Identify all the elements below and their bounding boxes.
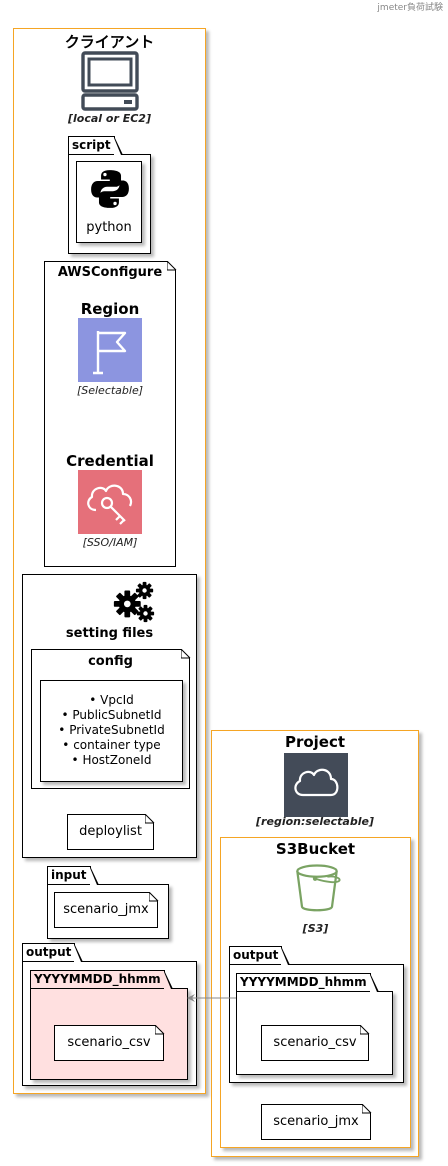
- credential-key-icon: [78, 470, 142, 534]
- input-scenario-note: scenario_jmx: [54, 892, 158, 928]
- client-frame: クライアント [local or EC2] script python AWSC…: [13, 28, 206, 1094]
- output-scenario-label: scenario_csv: [67, 1035, 151, 1050]
- output-scenario-note: scenario_csv: [54, 1025, 164, 1061]
- s3-output-frame: YYYYMMDD_hhmm scenario_csv: [229, 964, 404, 1083]
- region-caption: [Selectable]: [76, 384, 144, 397]
- output-frame: YYYYMMDD_hhmm scenario_csv: [22, 961, 197, 1086]
- project-frame: Project [region:selectable] S3Bucket [S3…: [211, 730, 419, 1157]
- config-item: PrivateSubnetId: [41, 723, 182, 738]
- config-items-box: VpcId PublicSubnetId PrivateSubnetId con…: [40, 680, 183, 782]
- input-frame: scenario_jmx: [47, 884, 169, 939]
- s3-bucket-icon: [296, 864, 341, 912]
- config-fold: [181, 649, 191, 659]
- cloud-icon: [284, 753, 348, 817]
- output-folder-frame: scenario_csv: [30, 988, 188, 1080]
- s3-output-folder-tab: YYYYMMDD_hhmm: [236, 973, 379, 992]
- python-icon: [91, 170, 129, 208]
- client-title: クライアント: [64, 33, 155, 51]
- s3bucket-caption: [S3]: [302, 922, 329, 935]
- awsconfigure-title: AWSConfigure: [57, 265, 163, 280]
- s3-scenario-jmx-label: scenario_jmx: [273, 1114, 359, 1129]
- output-scenario-fold: [155, 1025, 165, 1035]
- deploylist-note: deploylist: [67, 814, 154, 850]
- setting-files-title: setting files: [65, 626, 154, 641]
- gears-icon: [113, 581, 155, 623]
- s3-scenario-jmx-fold: [362, 1104, 372, 1114]
- s3bucket-title: S3Bucket: [275, 840, 356, 858]
- s3-output-scenario-fold: [360, 1025, 370, 1035]
- python-box: python: [76, 161, 142, 243]
- setting-files-box: setting files config VpcId PublicSubnetI…: [22, 574, 197, 858]
- input-tab: input: [47, 866, 98, 885]
- region-flag-icon: [78, 318, 142, 382]
- awsconfigure-note: AWSConfigure Region [Selectable] Credent…: [44, 261, 176, 567]
- config-item: VpcId: [41, 693, 182, 708]
- script-frame: python: [68, 154, 151, 254]
- config-item: container type: [41, 738, 182, 753]
- input-scenario-label: scenario_jmx: [63, 902, 149, 917]
- config-note: config VpcId PublicSubnetId PrivateSubne…: [31, 649, 190, 789]
- s3bucket-frame: S3Bucket [S3] output YYYYMMDD_hhmm scena…: [220, 837, 411, 1148]
- config-item: HostZoneId: [41, 753, 182, 768]
- output-tab: output: [22, 943, 84, 962]
- credential-title: Credential: [66, 452, 154, 470]
- s3-output-scenario-label: scenario_csv: [273, 1035, 357, 1050]
- s3-output-tab: output: [229, 946, 291, 965]
- credential-caption: [SSO/IAM]: [82, 536, 138, 549]
- project-caption: [region:selectable]: [256, 815, 374, 828]
- script-tab: script: [68, 136, 123, 155]
- deploylist-fold: [145, 814, 155, 824]
- deploylist-label: deploylist: [79, 824, 142, 839]
- client-caption: [local or EC2]: [68, 112, 151, 125]
- project-title: Project: [284, 733, 346, 751]
- awsconfigure-fold: [167, 261, 177, 271]
- config-title: config: [88, 654, 133, 669]
- page-title: jmeter負荷試験: [377, 3, 443, 13]
- config-item: PublicSubnetId: [41, 708, 182, 723]
- input-scenario-fold: [149, 892, 159, 902]
- output-folder-tab: YYYYMMDD_hhmm: [30, 970, 173, 989]
- config-items-list: VpcId PublicSubnetId PrivateSubnetId con…: [41, 693, 182, 768]
- s3-scenario-jmx-note: scenario_jmx: [261, 1104, 371, 1140]
- region-title: Region: [80, 300, 140, 318]
- s3-output-folder-frame: scenario_csv: [236, 991, 393, 1075]
- computer-icon: [81, 51, 139, 111]
- s3-output-scenario-note: scenario_csv: [261, 1025, 369, 1061]
- python-label: python: [86, 220, 132, 235]
